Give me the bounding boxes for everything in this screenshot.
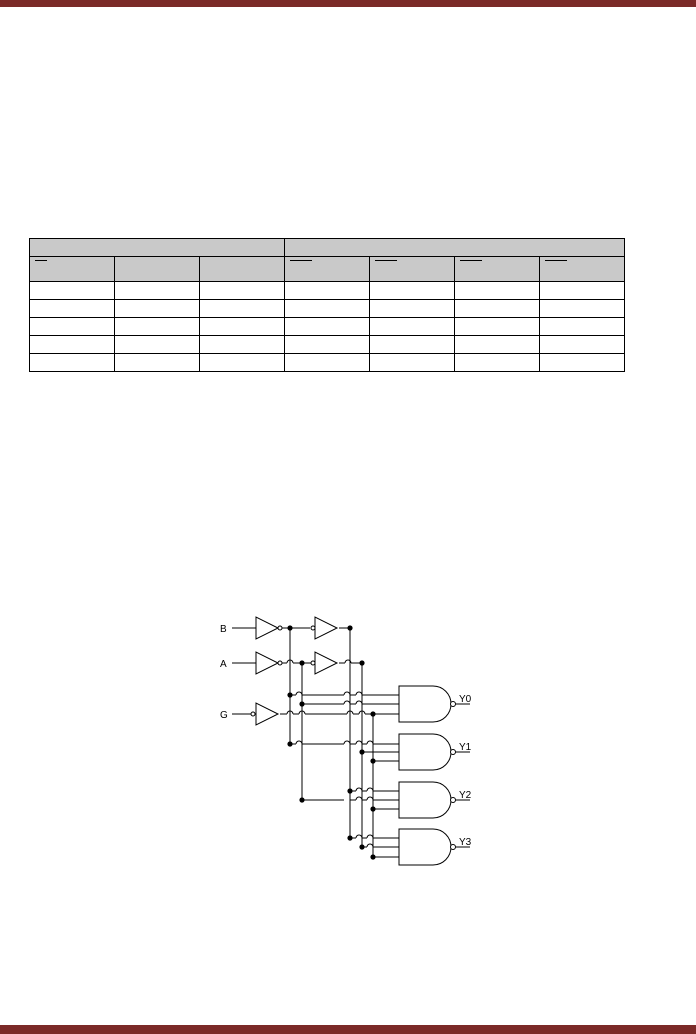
output-bubble: [450, 701, 456, 707]
table-row: [29, 353, 626, 372]
inversion-bubble: [310, 625, 316, 631]
output-bubble: [450, 749, 456, 755]
buffer-b-gate: [255, 616, 280, 640]
nand-gate-y0: [398, 685, 452, 723]
input-label-a: A: [220, 659, 227, 670]
truth-table: [28, 238, 626, 372]
outputs-group-cell: [284, 238, 626, 257]
input-label-g: G: [220, 710, 228, 721]
overline-mark: [35, 260, 47, 261]
output-label-y1: Y1: [459, 742, 472, 753]
truth-table-group-header: [28, 238, 626, 257]
wires: [232, 627, 470, 858]
buffer-a-gate: [255, 651, 280, 675]
output-label-y2: Y2: [459, 790, 472, 801]
output-bubble: [450, 844, 456, 850]
output-label-y3: Y3: [459, 837, 472, 848]
header-cell: [369, 256, 456, 282]
overline-mark: [375, 260, 398, 261]
header-bar: [0, 0, 696, 7]
output-bubble: [450, 797, 456, 803]
footer-bar: [0, 1025, 696, 1034]
table-row: [29, 281, 626, 300]
inverter-a-gate: [314, 651, 339, 675]
inversion-bubble: [277, 625, 283, 631]
inputs-group-cell: [28, 238, 286, 257]
nand-gates: [398, 685, 456, 866]
nand-gate-y2: [398, 781, 452, 819]
truth-table-column-header: [29, 256, 626, 282]
inversion-bubble: [277, 660, 283, 666]
buffer-g-gate: [255, 702, 280, 726]
nand-gate-y1: [398, 733, 452, 771]
header-cell: [29, 256, 115, 282]
header-cell: [114, 256, 200, 282]
header-cell: [198, 256, 286, 282]
header-cell: [539, 256, 626, 282]
nand-gate-y3: [398, 828, 452, 866]
inverter-b-gate: [314, 616, 339, 640]
header-cell: [454, 256, 541, 282]
buffer-gates: [250, 616, 339, 726]
overline-mark: [460, 260, 483, 261]
junction-dots: [287, 625, 376, 860]
output-label-y0: Y0: [459, 694, 472, 705]
input-label-b: B: [220, 624, 227, 635]
overline-mark: [290, 260, 313, 261]
header-cell: [284, 256, 371, 282]
inversion-bubble: [310, 660, 316, 666]
inversion-bubble: [250, 711, 256, 717]
overline-mark: [545, 260, 568, 261]
